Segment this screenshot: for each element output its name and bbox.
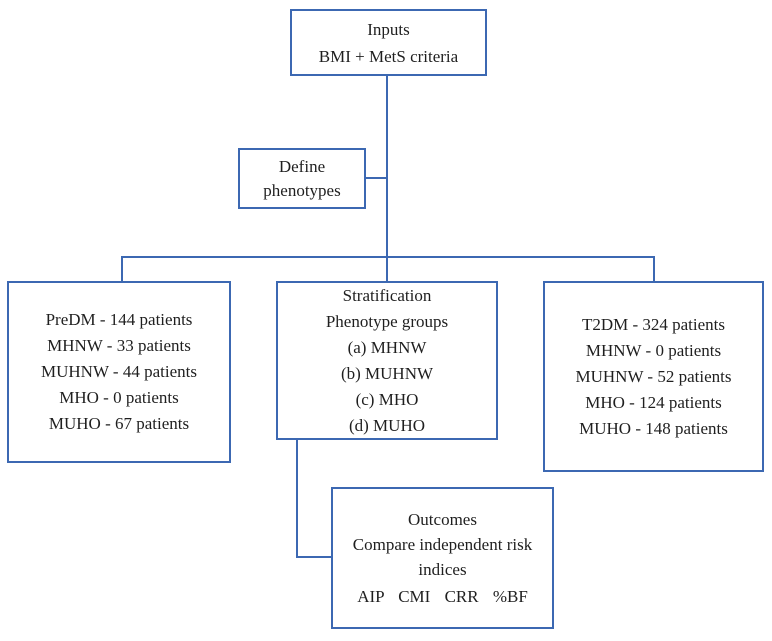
predm-mho-count: MHO - 0 patients — [59, 388, 179, 407]
predm-group-box: PreDM - 144 patients MHNW - 33 patients … — [7, 281, 231, 463]
connector-branch-right-drop — [653, 256, 655, 281]
stratification-title: Stratification — [342, 285, 432, 305]
t2dm-mho-count: MHO - 124 patients — [585, 392, 722, 412]
predm-mhnw-count: MHNW - 33 patients — [47, 336, 191, 355]
inputs-title: Inputs — [367, 19, 410, 39]
t2dm-group-box: T2DM - 324 patients MHNW - 0 patients MU… — [543, 281, 764, 472]
predm-muho-count: MUHO - 67 patients — [48, 414, 190, 433]
stratification-group-d: (d) MUHO — [348, 415, 426, 435]
define-phenotypes-box: Define phenotypes — [238, 148, 366, 209]
inputs-box: Inputs BMI + MetS criteria — [290, 9, 487, 76]
define-phenotypes-label: Define phenotypes — [263, 156, 341, 200]
outcomes-box: Outcomes Compare independent risk indice… — [331, 487, 554, 629]
t2dm-muhnw-count: MUHNW - 52 patients — [575, 366, 732, 386]
predm-muhnw-count: MUHNW - 44 patients — [41, 362, 197, 381]
t2dm-total: T2DM - 324 patients — [581, 314, 726, 334]
stratification-group-c: (c) MHO — [355, 389, 419, 409]
stratification-box: Stratification Phenotype groups (a) MHNW… — [276, 281, 498, 440]
outcomes-title: Outcomes — [408, 510, 477, 529]
stratification-group-b: (b) MUHNW — [340, 363, 434, 383]
t2dm-muho-count: MUHO - 148 patients — [579, 418, 728, 438]
connector-branch-horizontal — [121, 256, 655, 258]
outcomes-indices: AIP CMI CRR %BF — [357, 587, 528, 606]
connector-define-stub — [366, 177, 386, 179]
connector-outcomes-horizontal — [296, 556, 331, 558]
stratification-subtitle: Phenotype groups — [325, 311, 449, 331]
predm-total: PreDM - 144 patients — [45, 310, 193, 329]
inputs-criteria: BMI + MetS criteria — [318, 46, 459, 66]
connector-outcomes-vertical — [296, 438, 298, 558]
connector-branch-left-drop — [121, 256, 123, 281]
t2dm-mhnw-count: MHNW - 0 patients — [585, 340, 722, 360]
stratification-group-a: (a) MHNW — [347, 337, 427, 357]
connector-inputs-to-stratification — [386, 75, 388, 281]
outcomes-description: Compare independent risk indices — [352, 535, 533, 579]
